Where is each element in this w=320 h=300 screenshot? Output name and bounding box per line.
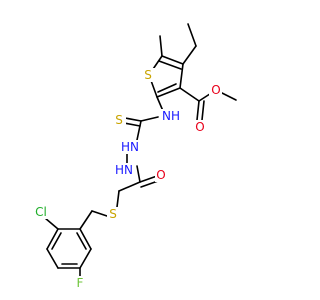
bond <box>158 60 182 70</box>
bond <box>123 122 141 127</box>
bond <box>196 100 200 121</box>
atom-label: HN <box>121 140 139 154</box>
atom-oxygen-amide: O <box>155 168 168 182</box>
bond <box>51 232 62 250</box>
atom-label: S <box>109 207 117 221</box>
bond <box>161 55 184 65</box>
bond <box>182 45 197 65</box>
atom-sulfur-thiophene: S <box>141 68 155 82</box>
bond <box>79 228 92 250</box>
atom-oxygen-ester: O <box>209 83 222 97</box>
atom-hn-1: HN <box>118 140 142 154</box>
atom-sulfur-thiocarbonyl: S <box>113 113 126 127</box>
atom-label: O <box>195 120 204 134</box>
molecule-structure: S O O NH S HN HN O <box>31 23 237 290</box>
atom-label: NH <box>162 109 180 123</box>
bond <box>179 63 184 89</box>
bond <box>79 210 93 230</box>
atom-label-layer: S O O NH S HN HN O <box>31 68 222 290</box>
atom-hn-2: HN <box>112 163 136 177</box>
atom-label: F <box>77 276 84 290</box>
bond <box>116 190 120 208</box>
atom-label: Cl <box>35 205 47 219</box>
bond <box>46 228 59 250</box>
atom-chlorine: Cl <box>31 205 51 219</box>
bond <box>156 87 181 98</box>
bond <box>46 248 59 269</box>
atom-sulfur-thioether: S <box>107 207 120 221</box>
bond <box>118 181 141 192</box>
bond <box>91 210 108 217</box>
bond <box>157 83 177 93</box>
bond <box>139 175 158 183</box>
bond <box>140 116 159 122</box>
bond <box>156 96 164 112</box>
bond <box>159 35 163 57</box>
atom-label: HN <box>115 163 133 177</box>
atom-label: S <box>115 113 123 127</box>
atom-label: O <box>156 168 165 182</box>
atom-nh-thioamide: NH <box>160 109 182 123</box>
bond <box>79 248 92 269</box>
bond <box>187 23 197 47</box>
bond <box>124 117 142 122</box>
bond <box>136 165 141 183</box>
bond <box>136 120 142 141</box>
atom-oxygen-carbonyl-ester: O <box>194 120 207 134</box>
atom-fluorine: F <box>74 276 86 290</box>
atom-label: O <box>211 83 220 97</box>
bond <box>201 100 205 121</box>
bond <box>76 232 87 250</box>
bond <box>179 87 200 102</box>
atom-label: S <box>144 68 152 82</box>
bond <box>44 217 59 230</box>
